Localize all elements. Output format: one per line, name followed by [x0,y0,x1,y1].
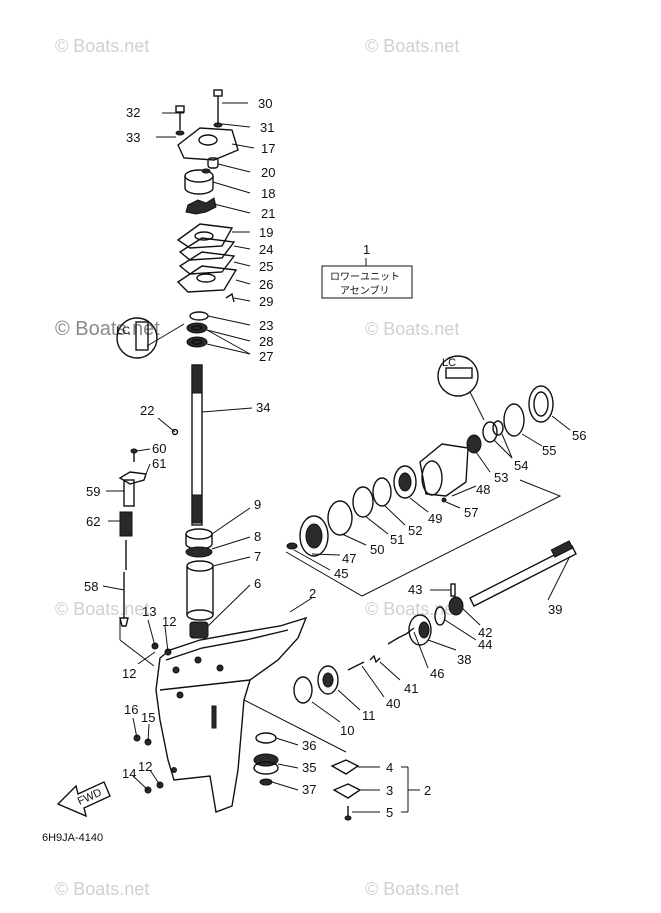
assembly-label-line1: ロワーユニット [330,272,400,283]
svg-text:LC: LC [442,357,456,369]
callout-number: 30 [258,96,272,111]
callout-number: 56 [572,428,586,443]
callout-number: 32 [126,105,140,120]
assembly-label: 1 ロワーユニット アセンブリ [321,242,413,299]
callout-number: 10 [340,723,354,738]
callout-number: 31 [260,120,274,135]
callout-number: 62 [86,514,100,529]
callout-number: 9 [254,497,261,512]
callout-number: 58 [84,579,98,594]
callout-number: 49 [428,511,442,526]
watermark: © Boats.net [55,36,149,56]
callout-number: 59 [86,484,100,499]
callout-number: 27 [259,349,273,364]
callout-number: 54 [514,458,528,473]
callout-number: 12 [138,759,152,774]
watermark: © Boats.net [365,36,459,56]
pinion-gear [253,732,279,786]
shift-rod-assembly [118,448,147,627]
callout-number: 2 [309,586,316,601]
lower-case [155,616,308,813]
callout-number: 16 [124,702,138,717]
sealant-callouts: LC LC [116,317,479,397]
callout-number: 15 [141,710,155,725]
callout-number: 33 [126,130,140,145]
callout-number: 18 [261,186,275,201]
callout-number: 35 [302,760,316,775]
callout-number: 21 [261,206,275,221]
callout-number: 25 [259,259,273,274]
callout-number: 60 [152,441,166,456]
callout-number: 51 [390,532,404,547]
callout-number: 45 [334,566,348,581]
callout-number: 43 [408,582,422,597]
callout-number: 20 [261,165,275,180]
callout-number: 50 [370,542,384,557]
propeller-shaft-housing [286,385,554,557]
callout-number: 44 [478,637,492,652]
watermark: © Boats.net [55,879,149,899]
callout-number: 52 [408,523,422,538]
drive-shaft-bushing [185,528,213,558]
assembly-label-line2: アセンブリ [340,284,390,297]
watermark: © Boats.net [365,319,459,339]
callout-number: 13 [142,604,156,619]
callout-number: 41 [404,681,418,696]
callout-number: 5 [386,805,393,820]
leader-lines [102,102,571,813]
gear-bearing-assembly [293,540,577,704]
callout-number: 39 [548,602,562,617]
callout-number: 23 [259,318,273,333]
callout-number: 26 [259,277,273,292]
callout-number: 14 [122,766,136,781]
callout-number: 7 [254,549,261,564]
callout-number: 55 [542,443,556,458]
watermarks: © Boats.net © Boats.net © Boats.net © Bo… [55,36,459,899]
callout-number: 47 [342,551,356,566]
callout-number: 42 [478,625,492,640]
watermark: © Boats.net [365,879,459,899]
callout-number: 34 [256,400,270,415]
callout-number: 36 [302,738,316,753]
callout-number: 3 [386,783,393,798]
callout-number: 37 [302,782,316,797]
callout-number: 38 [457,652,471,667]
diagram-code: 6H9JA-4140 [42,832,103,844]
callout-number: 57 [464,505,478,520]
callout-number: 12 [162,614,176,629]
water-pump-assembly [175,89,239,348]
callout-number: 61 [152,456,166,471]
drive-shaft [171,364,203,526]
callout-number: 46 [430,666,444,681]
cover-plates [330,759,362,821]
callout-number: 22 [140,403,154,418]
callout-number: 2 [424,783,431,798]
fwd-arrow: FWD [56,781,111,818]
callout-number: 53 [494,470,508,485]
callout-number: 11 [362,708,376,723]
watermark-strong: © Boats.net [55,318,160,340]
drive-shaft-sleeve [186,560,214,621]
callout-number: 19 [259,225,273,240]
callout-number: 24 [259,242,273,257]
callout-number: 1 [363,242,370,257]
callout-number: 8 [254,529,261,544]
needle-bearing [189,621,209,639]
svg-text:LC: LC [116,325,130,337]
callout-number: 4 [386,760,393,775]
callout-number: 48 [476,482,490,497]
watermark: © Boats.net [55,599,149,619]
callout-number: 17 [261,141,275,156]
callout-number: 40 [386,696,400,711]
callout-number: 28 [259,334,273,349]
callout-numbers: 32 30 33 31 17 20 18 21 19 24 25 26 29 2… [84,96,586,820]
callout-number: 12 [122,666,136,681]
callout-number: 6 [254,576,261,591]
callout-number: 29 [259,294,273,309]
